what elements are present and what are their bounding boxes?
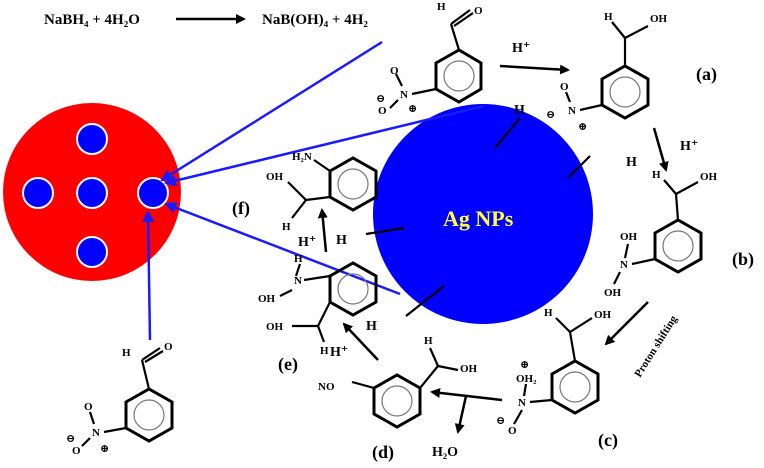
svg-text:H: H [122, 347, 131, 359]
label-a: (a) [696, 64, 717, 85]
svg-text:⊕: ⊕ [408, 103, 417, 115]
molecule-e: N H OH OH H [258, 253, 378, 357]
svg-text:N: N [92, 427, 100, 439]
svg-text:O: O [390, 65, 399, 77]
label-d: (d) [372, 442, 394, 463]
svg-text:N: N [620, 259, 628, 271]
svg-text:N: N [294, 275, 302, 287]
hplus-2: H⁺ [680, 139, 698, 154]
surface-hydrides: H H H H [336, 103, 637, 334]
blue-arrows [142, 40, 485, 341]
svg-text:OH: OH [620, 231, 638, 243]
svg-text:⊕: ⊕ [100, 443, 109, 455]
svg-text:H: H [424, 335, 433, 347]
equation-products: NaB(OH)₄ + 4H₂ [262, 12, 368, 28]
svg-text:H: H [652, 169, 661, 181]
ag-np-label: Ag NPs [443, 206, 514, 231]
svg-text:N: N [518, 397, 526, 409]
svg-text:⊖: ⊖ [376, 93, 385, 105]
hplus-1: H⁺ [512, 41, 530, 56]
svg-text:OH: OH [594, 309, 612, 321]
label-f: (f) [232, 198, 250, 219]
svg-text:⊕: ⊕ [520, 359, 529, 371]
label-c: (c) [598, 430, 618, 451]
molecule-substrate-bottom: H O N O O ⊖ ⊕ [66, 341, 174, 457]
svg-text:O: O [508, 425, 517, 437]
svg-text:OH: OH [650, 13, 668, 25]
support-dot [22, 177, 54, 209]
arrow-to-a [499, 64, 570, 75]
support-dot [137, 177, 169, 209]
molecule-a: H OH N O ⊖ ⊕ [546, 11, 668, 133]
molecule-substrate-top: H O N O O ⊖ ⊕ [376, 1, 483, 117]
svg-text:OH: OH [604, 287, 622, 299]
arrow-b-to-c [604, 301, 649, 346]
svg-text:N: N [400, 89, 408, 101]
label-b: (b) [732, 249, 754, 270]
svg-text:H: H [282, 221, 291, 233]
equation-reactants: NaBH₄ + 4H₂O [44, 12, 140, 28]
svg-text:H: H [514, 103, 525, 118]
hplus-3: H⁺ [330, 345, 348, 360]
molecule-c: H OH N OH₂ ⊕ O ⊖ [496, 307, 612, 437]
svg-text:N: N [568, 105, 576, 117]
molecule-d: H OH NO [318, 335, 478, 429]
molecule-b: H OH N OH OH [604, 169, 718, 299]
svg-text:O: O [72, 445, 81, 457]
blue-arrow-substrate [142, 210, 155, 341]
arrow-water-release [454, 395, 468, 434]
arrow-d-to-e [342, 322, 379, 361]
hplus-4: H⁺ [298, 235, 316, 250]
proton-shifting-note: Proton shifting [632, 313, 680, 379]
svg-text:H: H [626, 155, 637, 170]
label-e: (e) [278, 354, 298, 375]
svg-text:H: H [336, 233, 347, 248]
svg-text:H: H [544, 307, 553, 319]
arrow-a-to-b [652, 127, 669, 172]
svg-text:⊖: ⊖ [66, 433, 75, 445]
svg-text:OH: OH [258, 293, 276, 305]
blue-arrow-h2 [160, 40, 383, 182]
svg-text:⊖: ⊖ [496, 415, 505, 427]
svg-text:O: O [378, 105, 387, 117]
svg-text:O: O [474, 5, 483, 17]
svg-text:H: H [320, 345, 329, 357]
molecule-f: H₂N OH H [266, 151, 378, 233]
svg-text:OH₂: OH₂ [516, 373, 537, 385]
svg-text:⊕: ⊕ [578, 121, 587, 133]
svg-text:NO: NO [318, 381, 335, 393]
water-product: H₂O [432, 445, 458, 460]
svg-text:H: H [437, 1, 446, 13]
svg-text:O: O [164, 341, 173, 353]
svg-text:⊖: ⊖ [546, 109, 555, 121]
ag-nanoparticle [373, 104, 593, 324]
svg-text:H₂N: H₂N [292, 151, 312, 163]
blue-arrow-np-top [164, 104, 485, 187]
support-dot [76, 177, 108, 209]
svg-text:OH: OH [460, 363, 478, 375]
svg-text:OH: OH [700, 171, 718, 183]
svg-text:H: H [294, 253, 303, 265]
blue-arrow-np-bottom [164, 201, 401, 296]
svg-text:H: H [366, 319, 377, 334]
svg-text:H: H [604, 11, 613, 23]
arrow-e-to-f [317, 208, 328, 253]
support-dots [22, 123, 169, 268]
svg-text:O: O [560, 81, 569, 93]
svg-text:OH: OH [266, 321, 284, 333]
support-dot [76, 123, 108, 155]
support-dot [76, 236, 108, 268]
svg-text:OH: OH [266, 171, 284, 183]
svg-text:O: O [84, 401, 93, 413]
arrow-c-to-d [430, 387, 503, 402]
